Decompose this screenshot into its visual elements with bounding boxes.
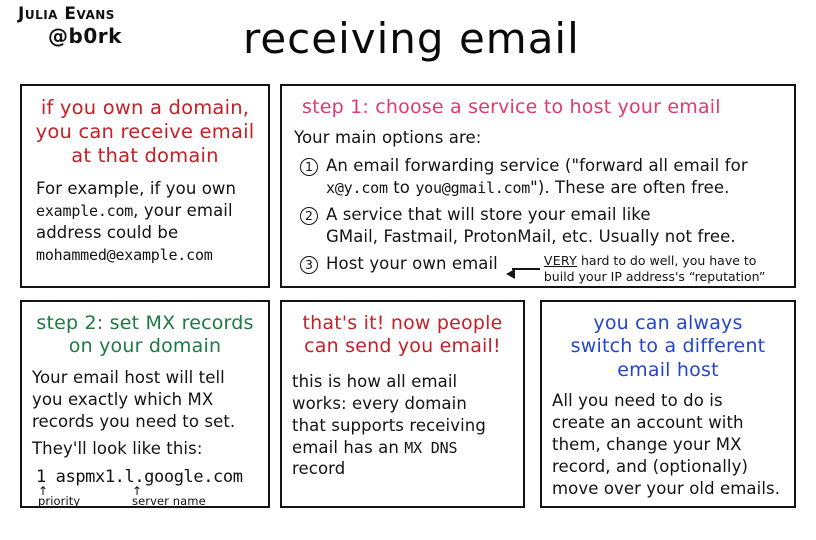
- text-part: An email forwarding service ("forward al…: [326, 156, 748, 176]
- forward-to-address: you@gmail.com: [415, 179, 531, 198]
- panel-switch-host-heading: you can always switch to a different ema…: [552, 312, 784, 382]
- text-part: to: [393, 178, 410, 198]
- arrow-left-icon: [505, 263, 540, 279]
- body-line: email has an MX DNS: [292, 437, 513, 459]
- heading-line: switch to a different: [570, 335, 766, 358]
- body-line: record, and (optionally): [552, 456, 748, 476]
- panel-step-1: step 1: choose a service to host your em…: [280, 84, 796, 288]
- host-your-own-annotation: VERY hard to do well, you have to build …: [505, 253, 766, 284]
- heading-line: on your domain: [68, 335, 222, 358]
- step-1-options-list: 1 An email forwarding service ("forward …: [292, 155, 784, 284]
- text-part: email has an: [292, 437, 399, 457]
- panel-step-2-body: Your email host will tell you exactly wh…: [32, 367, 258, 460]
- author-name: Julia Evans: [18, 4, 115, 24]
- author-handle: @b0rk: [48, 23, 122, 48]
- annotation-line-2: build your IP address's “reputation”: [543, 268, 766, 284]
- heading-line: step 2: set MX records: [36, 312, 254, 334]
- body-line: you exactly which MX: [32, 389, 214, 409]
- panel-own-a-domain: if you own a domain, you can receive ema…: [20, 84, 270, 288]
- mx-dns-term: MX DNS: [404, 438, 458, 457]
- annotation-text: VERY hard to do well, you have to build …: [544, 253, 766, 284]
- list-item-text: Host your own email: [326, 254, 498, 274]
- step-1-intro: Your main options are:: [294, 128, 482, 148]
- panel-own-a-domain-heading: if you own a domain, you can receive ema…: [32, 96, 258, 168]
- panel-switch-host: you can always switch to a different ema…: [540, 300, 796, 508]
- callout-priority-label: priority: [38, 494, 81, 508]
- body-text-part: address could be: [36, 222, 179, 242]
- body-line: example.com, your email: [36, 200, 254, 222]
- heading-line: at that domain: [71, 143, 219, 167]
- list-item: 1 An email forwarding service ("forward …: [292, 155, 784, 199]
- list-number-1: 1: [300, 158, 318, 177]
- body-line: They'll look like this:: [32, 438, 203, 458]
- list-number-2: 2: [300, 207, 318, 226]
- panel-step-2: step 2: set MX records on your domain Yo…: [20, 300, 270, 508]
- body-line: record: [292, 459, 346, 479]
- callout-server-name-label: server name: [132, 494, 206, 508]
- arrow-up-icon: ↑: [38, 484, 49, 499]
- mx-record-callouts: ↑ priority ↑ server name: [36, 484, 258, 508]
- panel-thats-it-body: this is how all email works: every domai…: [292, 371, 513, 481]
- list-number-3: 3: [300, 256, 318, 275]
- panel-own-a-domain-body: For example, if you own example.com, you…: [32, 178, 258, 266]
- list-item-text: A service that will store your email lik…: [326, 204, 784, 248]
- heading-line: that's it! now people: [302, 312, 503, 334]
- body-line: move over your old emails.: [552, 478, 781, 498]
- body-line: address could be: [36, 222, 254, 244]
- body-line: mohammed@example.com: [36, 244, 254, 266]
- panel-step-1-heading: step 1: choose a service to host your em…: [302, 96, 721, 118]
- panel-step-2-heading: step 2: set MX records on your domain: [32, 312, 258, 359]
- body-line: works: every domain: [292, 393, 467, 413]
- list-item: 2 A service that will store your email l…: [292, 204, 784, 248]
- body-text-part: , your email: [133, 200, 233, 220]
- heading-line: if you own a domain,: [40, 96, 250, 119]
- panel-switch-host-body: All you need to do is create an account …: [552, 390, 784, 500]
- body-line: create an account with: [552, 413, 744, 433]
- page-title: receiving email: [243, 14, 580, 63]
- callout-server-name: ↑ server name: [132, 484, 206, 508]
- panel-thats-it-heading: that's it! now people can send you email…: [292, 312, 513, 359]
- heading-line: email host: [617, 358, 719, 381]
- callout-priority: ↑ priority: [38, 484, 81, 508]
- text-part: A service that will store your email lik…: [326, 205, 651, 225]
- body-line: that supports receiving: [292, 415, 486, 435]
- heading-line: can send you email!: [304, 335, 501, 358]
- body-text-part: For example, if you own: [36, 178, 237, 198]
- list-item-text: An email forwarding service ("forward al…: [326, 155, 784, 199]
- body-line: them, change your MX: [552, 434, 742, 454]
- text-part: "). These are often free.: [530, 178, 730, 198]
- annotation-emphasis: VERY: [543, 253, 578, 269]
- body-line: records you need to set.: [32, 411, 236, 431]
- annotation-line-1: hard to do well, you have to: [577, 253, 757, 269]
- body-line: For example, if you own: [36, 178, 254, 200]
- mx-record-example: 1 aspmx1.l.google.com: [36, 467, 243, 488]
- panel-thats-it: that's it! now people can send you email…: [280, 300, 525, 508]
- list-item: 3 Host your own email VERY hard to do we…: [292, 253, 784, 284]
- arrow-up-icon: ↑: [132, 484, 143, 499]
- body-line: this is how all email: [292, 371, 458, 391]
- heading-line: you can receive email: [35, 119, 255, 143]
- forward-from-address: x@y.com: [326, 179, 388, 198]
- text-part: GMail, Fastmail, ProtonMail, etc. Usuall…: [326, 227, 736, 247]
- example-email-address: mohammed@example.com: [36, 245, 213, 264]
- body-line: Your email host will tell: [32, 367, 225, 387]
- byline: Julia Evans @b0rk: [18, 4, 258, 48]
- body-line: All you need to do is: [552, 391, 723, 411]
- heading-line: you can always: [593, 312, 743, 334]
- example-domain: example.com: [36, 201, 134, 220]
